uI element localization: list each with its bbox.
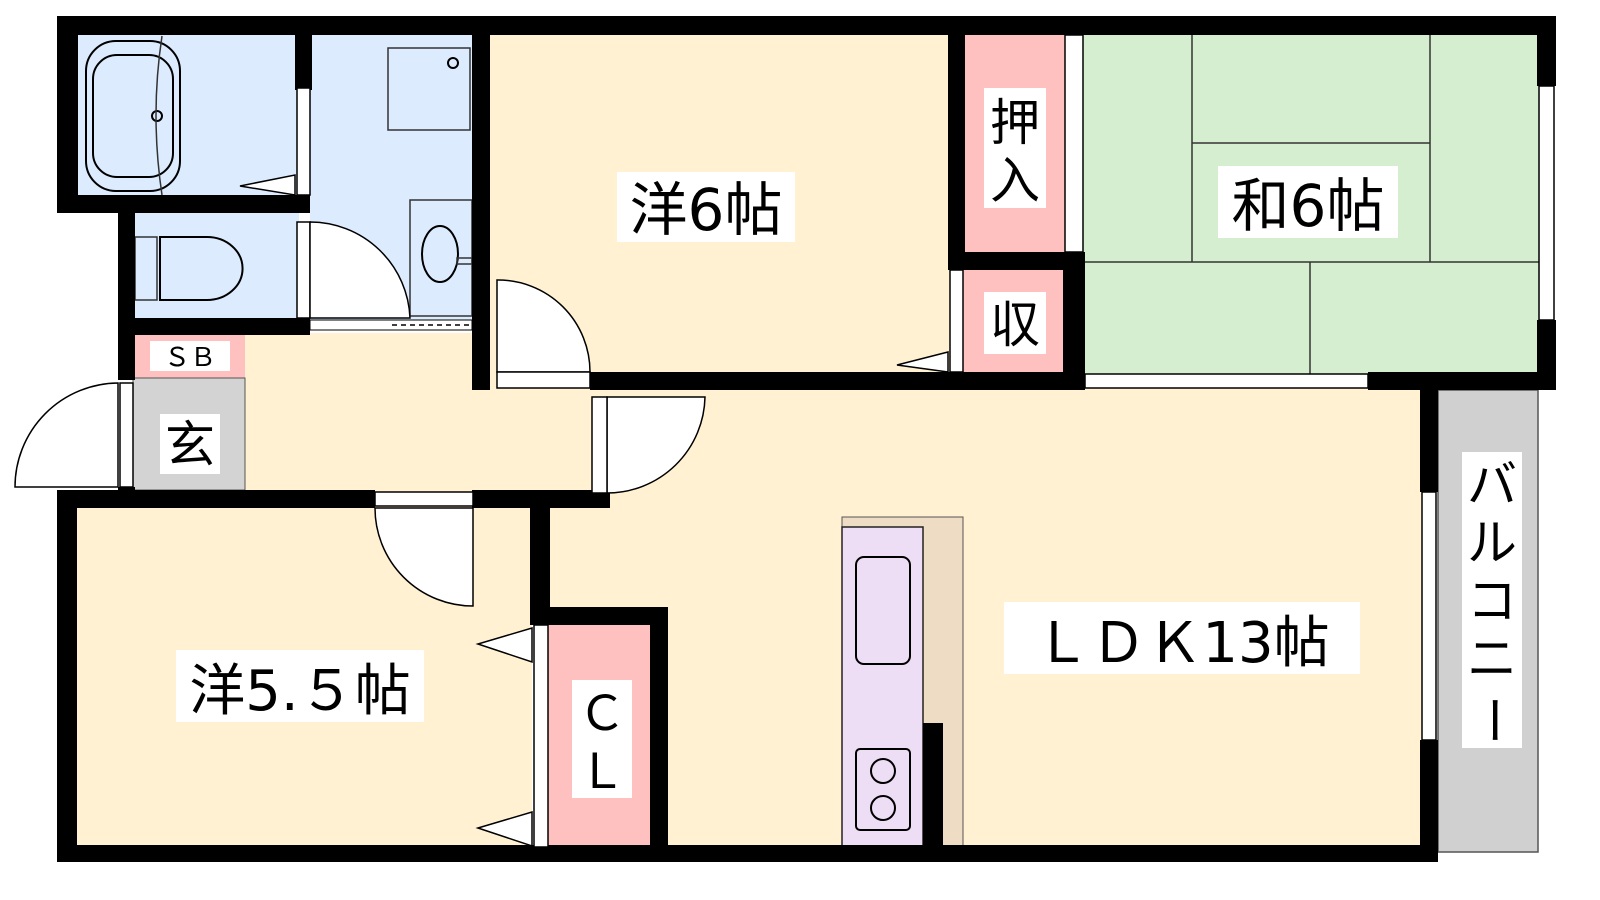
label-oshiire-2: 入: [990, 152, 1040, 210]
bathroom-floor: [66, 34, 297, 197]
label-balcony-3: コ: [1467, 572, 1517, 630]
label-balcony-5: ー: [1464, 695, 1522, 745]
label-balcony-1: バ: [1467, 456, 1517, 514]
bathtub: [85, 40, 181, 192]
label-western-5-5: 洋5.５帖: [189, 659, 410, 724]
label-western-6: 洋6帖: [630, 176, 783, 244]
fixtures: [85, 35, 911, 831]
label-genkan: 玄: [165, 416, 215, 474]
walls: [57, 16, 1556, 862]
doors-windows: [14, 34, 1555, 848]
floors: [66, 34, 1539, 853]
washing-machine: [387, 47, 471, 131]
label-oshiire-1: 押: [990, 94, 1040, 152]
label-balcony-2: ル: [1467, 514, 1517, 572]
entry-door-arc: [14, 382, 119, 488]
stove: [855, 748, 911, 831]
labels: 洋6帖 和6帖 洋5.５帖 ＬＤＫ13帖 押 入 収 ＳＢ 玄 Ｃ Ｌ バ ル …: [150, 88, 1522, 800]
label-balcony-4: ニ: [1467, 630, 1517, 688]
tatami-lines: [1083, 34, 1539, 374]
label-shuno: 収: [990, 296, 1040, 354]
label-closet-2: Ｌ: [578, 744, 626, 800]
toilet-floor: [133, 211, 299, 321]
kitchen-sink: [855, 556, 911, 665]
label-closet-1: Ｃ: [578, 686, 626, 742]
label-ldk: ＬＤＫ13帖: [1034, 611, 1329, 676]
label-japanese-6: 和6帖: [1232, 172, 1385, 240]
label-sb: ＳＢ: [164, 343, 216, 373]
